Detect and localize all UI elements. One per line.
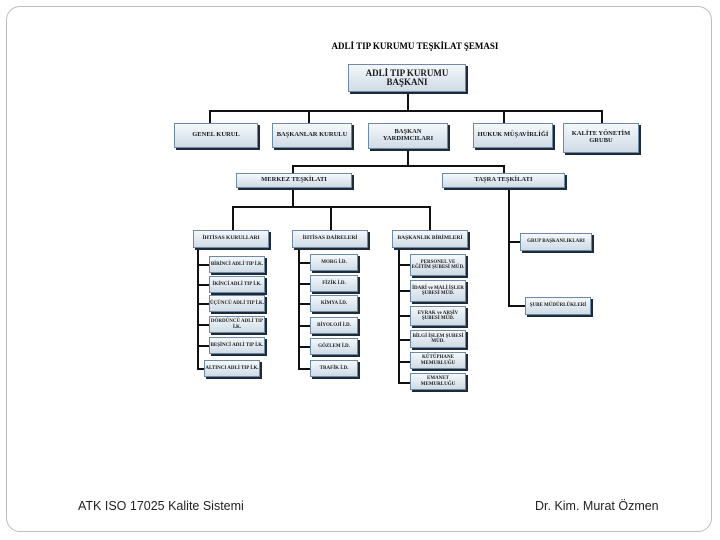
birim-item: İDARİ ve MALİ İŞLER ŞUBESİ MÜD. (410, 280, 466, 302)
kurul-item: İKİNCİ ADLİ TIP İ.K. (209, 276, 265, 293)
birim-item: KÜTÜPHANE MEMURLUĞU (410, 352, 466, 369)
merkez-box: MERKEZ TEŞKİLATI (236, 173, 352, 188)
kurul-item: BİRİNCİ ADLİ TIP İ.K. (209, 256, 265, 273)
root-box: ADLİ TIP KURUMU BAŞKANI (348, 64, 466, 92)
daire-item: MORG İ.D. (310, 254, 358, 271)
daire-item: BİYOLOJİ İ.D. (310, 317, 358, 334)
tasra-item: ŞUBE MÜDÜRLÜKLERİ (525, 297, 591, 315)
ihtisas-daireleri-box: İHTİSAS DAİRELERİ (292, 230, 368, 248)
footer-right-text: Dr. Kim. Murat Özmen (535, 499, 659, 513)
daire-item: FİZİK İ.D. (310, 275, 358, 292)
birim-item: PERSONEL VE EĞİTİM ŞUBESİ MÜD. (410, 254, 466, 276)
kurul-item: BEŞİNCİ ADLİ TIP İ.K. (209, 337, 265, 354)
kurul-item: ALTINCI ADLİ TIP İ.K. (204, 360, 260, 377)
footer-left-text: ATK ISO 17025 Kalite Sistemi (78, 499, 244, 513)
level2-box: BAŞKAN YARDIMCILARI (368, 123, 448, 149)
ihtisas-kurullari-box: İHTİSAS KURULLARI (193, 230, 269, 248)
daire-item: KİMYA İ.D. (310, 295, 358, 312)
slide-frame (6, 6, 712, 532)
kurul-item: ÜÇÜNCÜ ADLİ TIP İ.K. (209, 295, 265, 312)
level2-box: BAŞKANLAR KURULU (272, 123, 352, 148)
daire-item: GÖZLEM İ.D. (310, 338, 358, 355)
birim-item: EVRAK ve ARŞİV ŞUBESİ MÜD. (410, 306, 466, 326)
kurul-item: DÖRDÜNCÜ ADLİ TIP İ.K. (209, 316, 265, 333)
birim-item: BİLGİ İŞLEM ŞUBESİ MÜD. (410, 330, 466, 348)
level2-box: GENEL KURUL (174, 123, 258, 148)
baskanlik-birimleri-box: BAŞKANLIK BİRİMLERİ (392, 230, 468, 248)
level2-box: KALİTE YÖNETİM GRUBU (563, 123, 639, 153)
birim-item: EMANET MEMURLUĞU (410, 373, 466, 390)
level2-box: HUKUK MÜŞAVİRLİĞİ (473, 123, 553, 148)
tasra-box: TAŞRA TEŞKİLATI (442, 173, 565, 188)
tasra-item: GRUP BAŞKANLIKLARI (520, 233, 592, 251)
daire-item: TRAFİK İ.D. (310, 360, 358, 377)
diagram-title: ADLİ TIP KURUMU TEŞKİLAT ŞEMASI (331, 41, 499, 51)
